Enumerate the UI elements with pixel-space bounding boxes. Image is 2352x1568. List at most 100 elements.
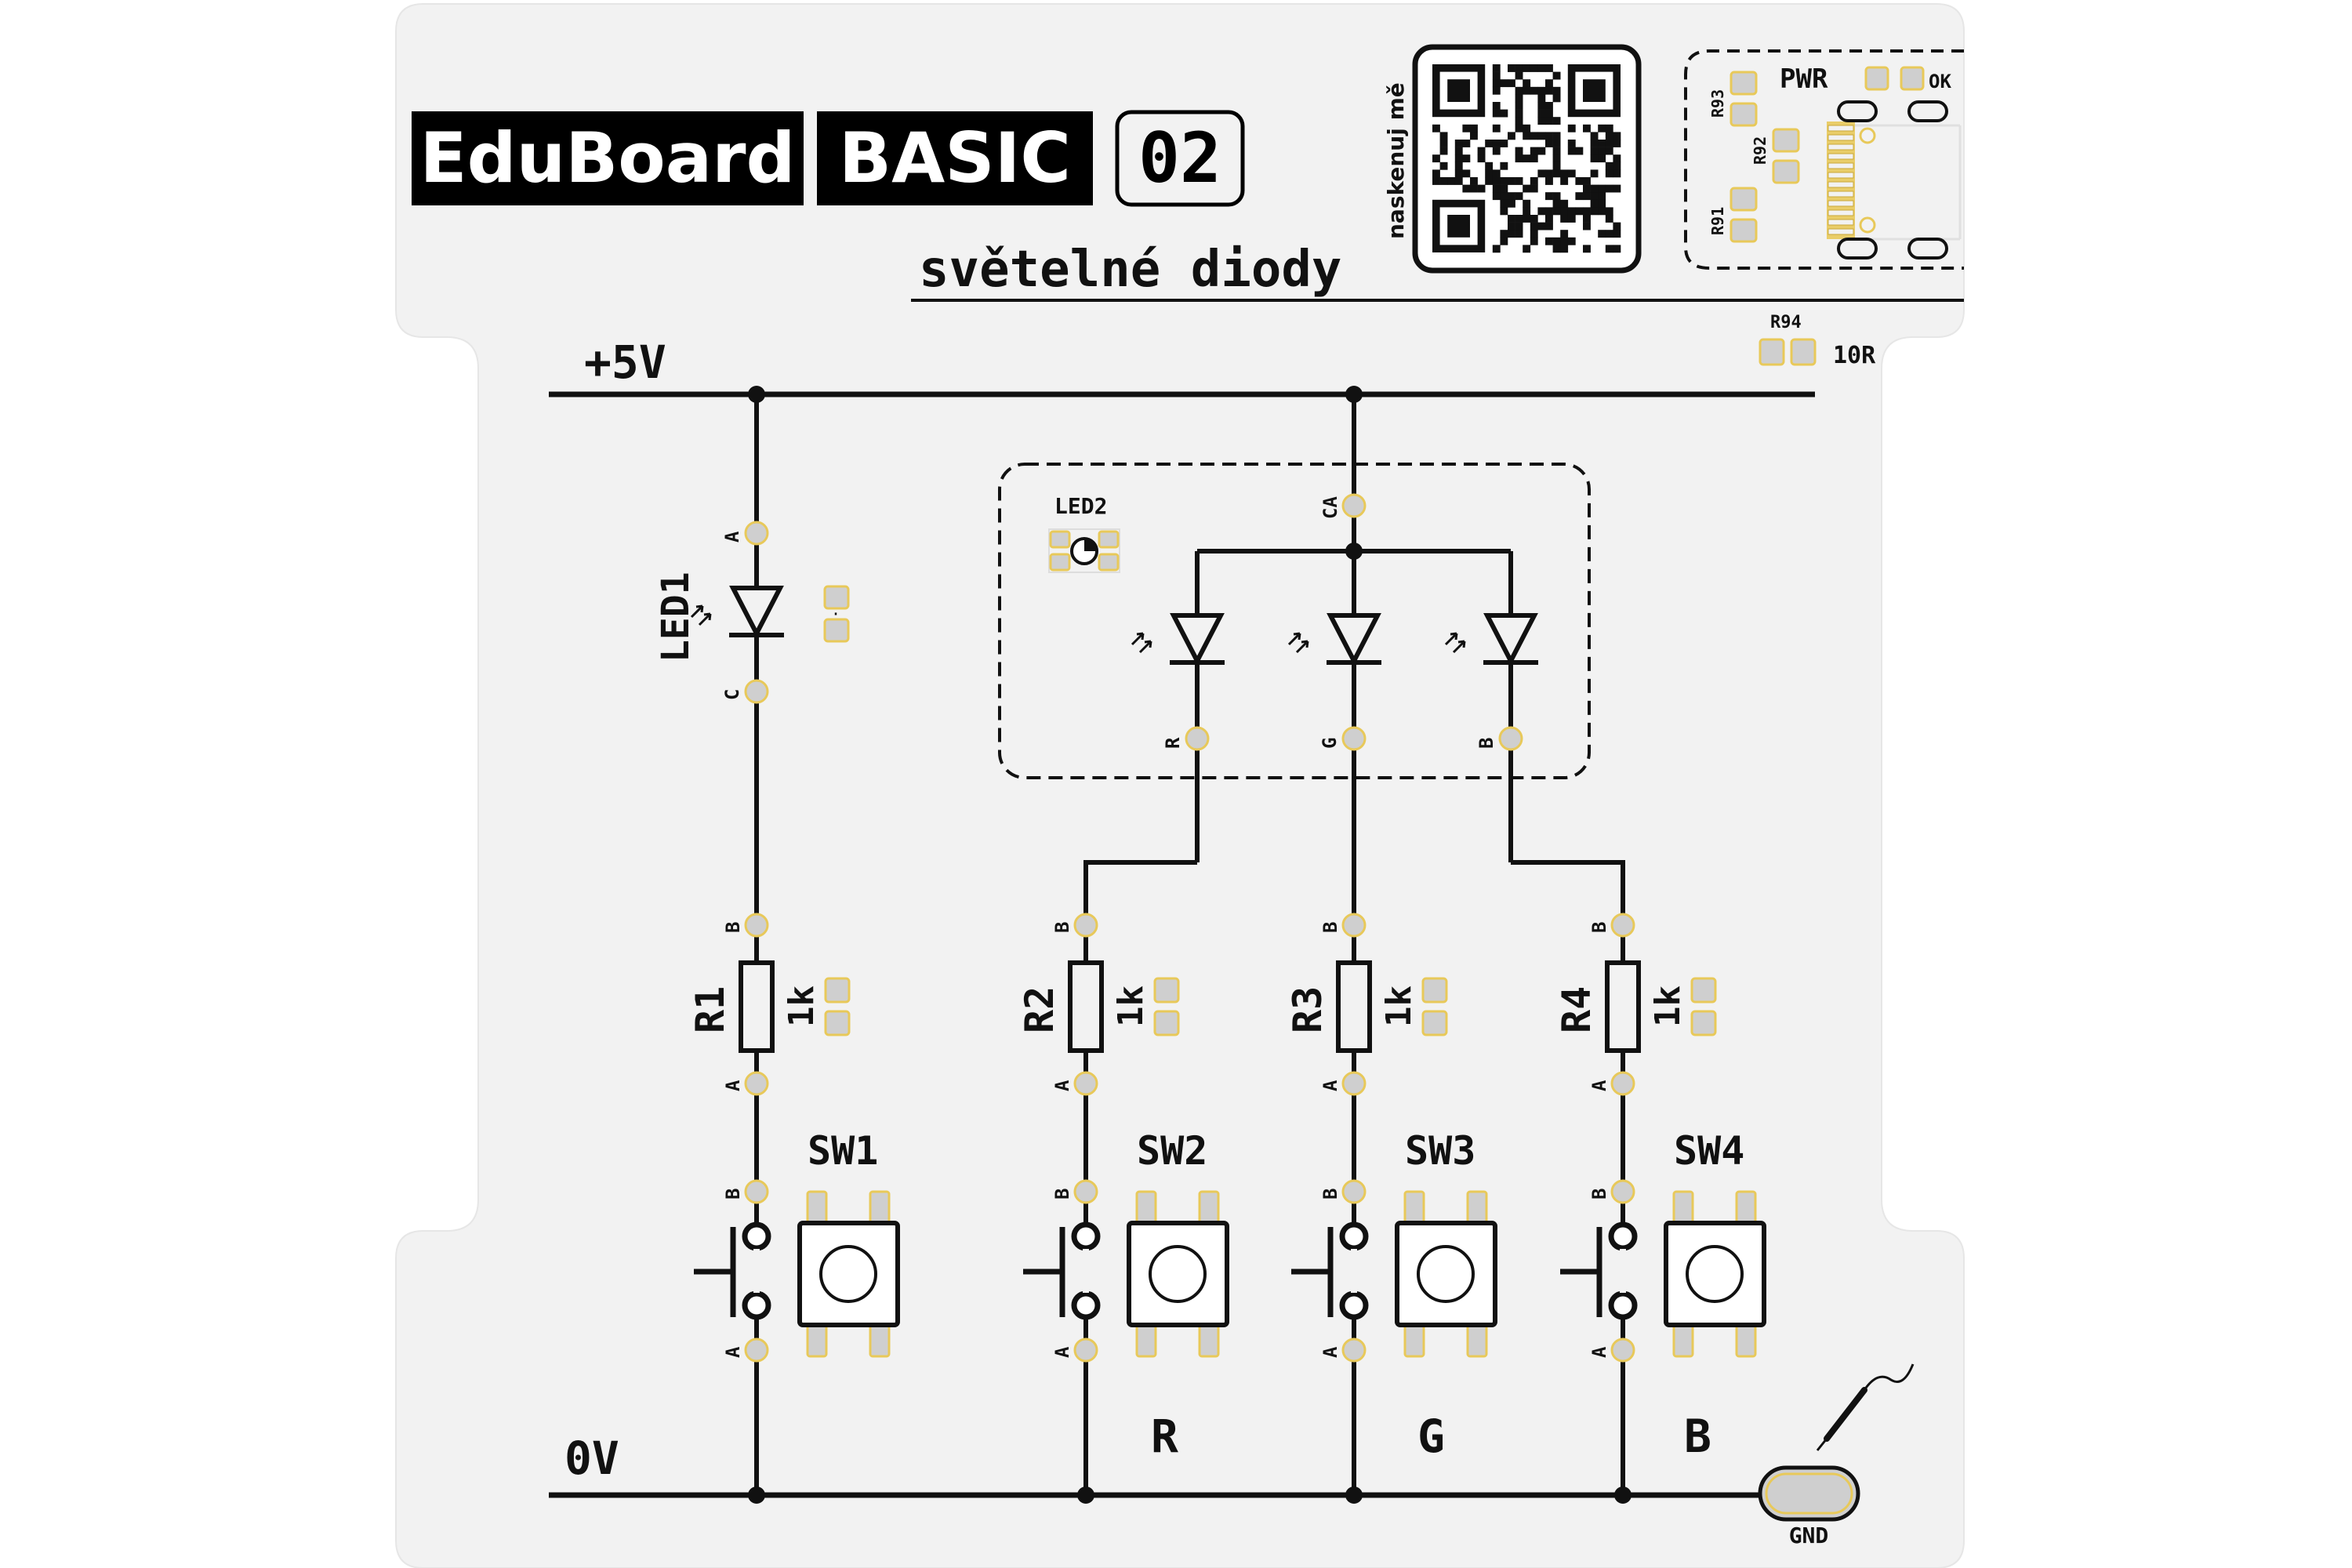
switch-pin-label: B bbox=[1588, 1189, 1610, 1200]
pin-dots bbox=[744, 493, 1523, 751]
tactile-switch[interactable] bbox=[1395, 1190, 1497, 1358]
qr-block: naskenuj mě bbox=[1383, 44, 1642, 274]
led1-pad-2 bbox=[823, 618, 850, 643]
r91-pad-1 bbox=[1730, 187, 1758, 212]
pin-dot bbox=[1610, 1338, 1635, 1363]
title-block: EduBoard BASIC 02 světelné diody bbox=[412, 110, 1964, 302]
switch-pin-label: B bbox=[1319, 1189, 1341, 1200]
switch-pin-label: A bbox=[1051, 1346, 1073, 1358]
led2-common-label: CA bbox=[1319, 496, 1341, 519]
led1-pad-1 bbox=[823, 585, 850, 610]
pin-dot bbox=[744, 521, 769, 546]
pin-dot bbox=[1341, 1338, 1367, 1363]
r94-pad-2 bbox=[1790, 338, 1817, 366]
resistor-pin-label: B bbox=[1319, 922, 1341, 933]
pin-dot bbox=[1341, 913, 1367, 938]
r92-label: R92 bbox=[1751, 136, 1769, 165]
resistor-pin-label: B bbox=[1051, 922, 1073, 933]
resistor-value: 1k bbox=[1379, 985, 1419, 1027]
pin-dot bbox=[1073, 1179, 1098, 1204]
pin-dot bbox=[744, 913, 769, 938]
pin-dot bbox=[744, 1071, 769, 1096]
gnd-test-pad[interactable]: GND bbox=[1758, 1465, 1860, 1548]
switch-contact bbox=[1071, 1290, 1101, 1320]
channel-labels: R G B bbox=[1151, 1410, 1711, 1463]
led2-green-pin-label: G bbox=[1319, 738, 1341, 749]
switch-contact bbox=[1608, 1290, 1638, 1320]
resistor-pin-label: A bbox=[1319, 1080, 1341, 1091]
r93-label: R93 bbox=[1708, 89, 1727, 118]
pin-dot bbox=[1073, 1071, 1098, 1096]
pin-dot bbox=[744, 1338, 769, 1363]
pin-dot bbox=[1341, 1179, 1367, 1204]
switch-pin-label: A bbox=[1319, 1346, 1341, 1358]
resistor-body bbox=[1605, 960, 1641, 1053]
switch-label: SW4 bbox=[1674, 1128, 1744, 1174]
switch-pin-label: A bbox=[1588, 1346, 1610, 1358]
resistor-pad bbox=[1690, 1010, 1717, 1036]
switch-contact bbox=[1608, 1221, 1638, 1251]
pin-dot bbox=[1341, 1071, 1367, 1096]
switch-label: SW2 bbox=[1137, 1128, 1207, 1174]
pin-dot bbox=[744, 679, 769, 704]
resistor-label: R1 bbox=[688, 986, 733, 1033]
resistor-value: 1k bbox=[782, 985, 822, 1027]
resistor-pin-label: A bbox=[722, 1080, 744, 1091]
gnd-pad-label: GND bbox=[1789, 1523, 1829, 1548]
resistor-pad bbox=[824, 977, 851, 1004]
resistor-pin-label: A bbox=[1051, 1080, 1073, 1091]
pin-dot bbox=[1610, 913, 1635, 938]
switch-actuator-icon bbox=[694, 1227, 736, 1317]
led1-cathode-label: C bbox=[721, 689, 743, 700]
pin-dot bbox=[1498, 726, 1523, 751]
tactile-switch[interactable] bbox=[1664, 1190, 1766, 1358]
switch-gap bbox=[1620, 1249, 1626, 1293]
led2-blue-diode-icon bbox=[1483, 613, 1538, 666]
switch-pin-label: B bbox=[1051, 1189, 1073, 1200]
pin-dot bbox=[1341, 726, 1367, 751]
led2-green-diode-icon bbox=[1327, 613, 1381, 666]
qr-caption: naskenuj mě bbox=[1383, 82, 1409, 239]
resistor-value: 1k bbox=[1648, 985, 1688, 1027]
usb-connector bbox=[1827, 100, 1962, 260]
r92-pad-1 bbox=[1772, 128, 1800, 153]
switch-gap bbox=[1351, 1249, 1357, 1293]
led1-pad-mark: · bbox=[831, 604, 840, 623]
pin-dot bbox=[1073, 1338, 1098, 1363]
pin-dot bbox=[1341, 493, 1367, 518]
pin-dot bbox=[1073, 913, 1098, 938]
resistor-body bbox=[739, 960, 775, 1053]
switch-actuator-icon bbox=[1291, 1227, 1334, 1317]
switch-actuator-icon bbox=[1023, 1227, 1065, 1317]
tactile-switch[interactable] bbox=[797, 1190, 900, 1358]
resistor-pin-label: B bbox=[722, 922, 744, 933]
switch-contact bbox=[1339, 1221, 1369, 1251]
switch-label: SW3 bbox=[1405, 1128, 1475, 1174]
led1-anode-label: A bbox=[721, 531, 743, 543]
gnd-label: 0V bbox=[564, 1432, 619, 1485]
led2-label: LED2 bbox=[1054, 493, 1107, 519]
qr-code bbox=[1432, 64, 1621, 253]
r94-pad-1 bbox=[1759, 338, 1785, 366]
number-badge bbox=[1115, 110, 1245, 207]
resistor-label: R3 bbox=[1285, 986, 1330, 1033]
resistor-label: R2 bbox=[1017, 986, 1062, 1033]
r94-label: R94 bbox=[1770, 313, 1802, 332]
led2-red-pin-label: R bbox=[1162, 737, 1184, 749]
r93-pad-2 bbox=[1730, 102, 1758, 127]
tactile-switch[interactable] bbox=[1127, 1190, 1229, 1358]
led1-label: LED1 bbox=[654, 572, 698, 662]
resistor-body bbox=[1336, 960, 1372, 1053]
channel-label-red: R bbox=[1151, 1410, 1178, 1463]
vcc-label: +5V bbox=[584, 336, 666, 389]
switch-contact bbox=[1071, 1221, 1101, 1251]
switch-label: SW1 bbox=[808, 1128, 878, 1174]
resistor-pad bbox=[1421, 977, 1448, 1004]
pwr-label: PWR bbox=[1780, 64, 1828, 95]
r93-pad-1 bbox=[1730, 71, 1758, 96]
r92-pad-2 bbox=[1772, 159, 1800, 184]
